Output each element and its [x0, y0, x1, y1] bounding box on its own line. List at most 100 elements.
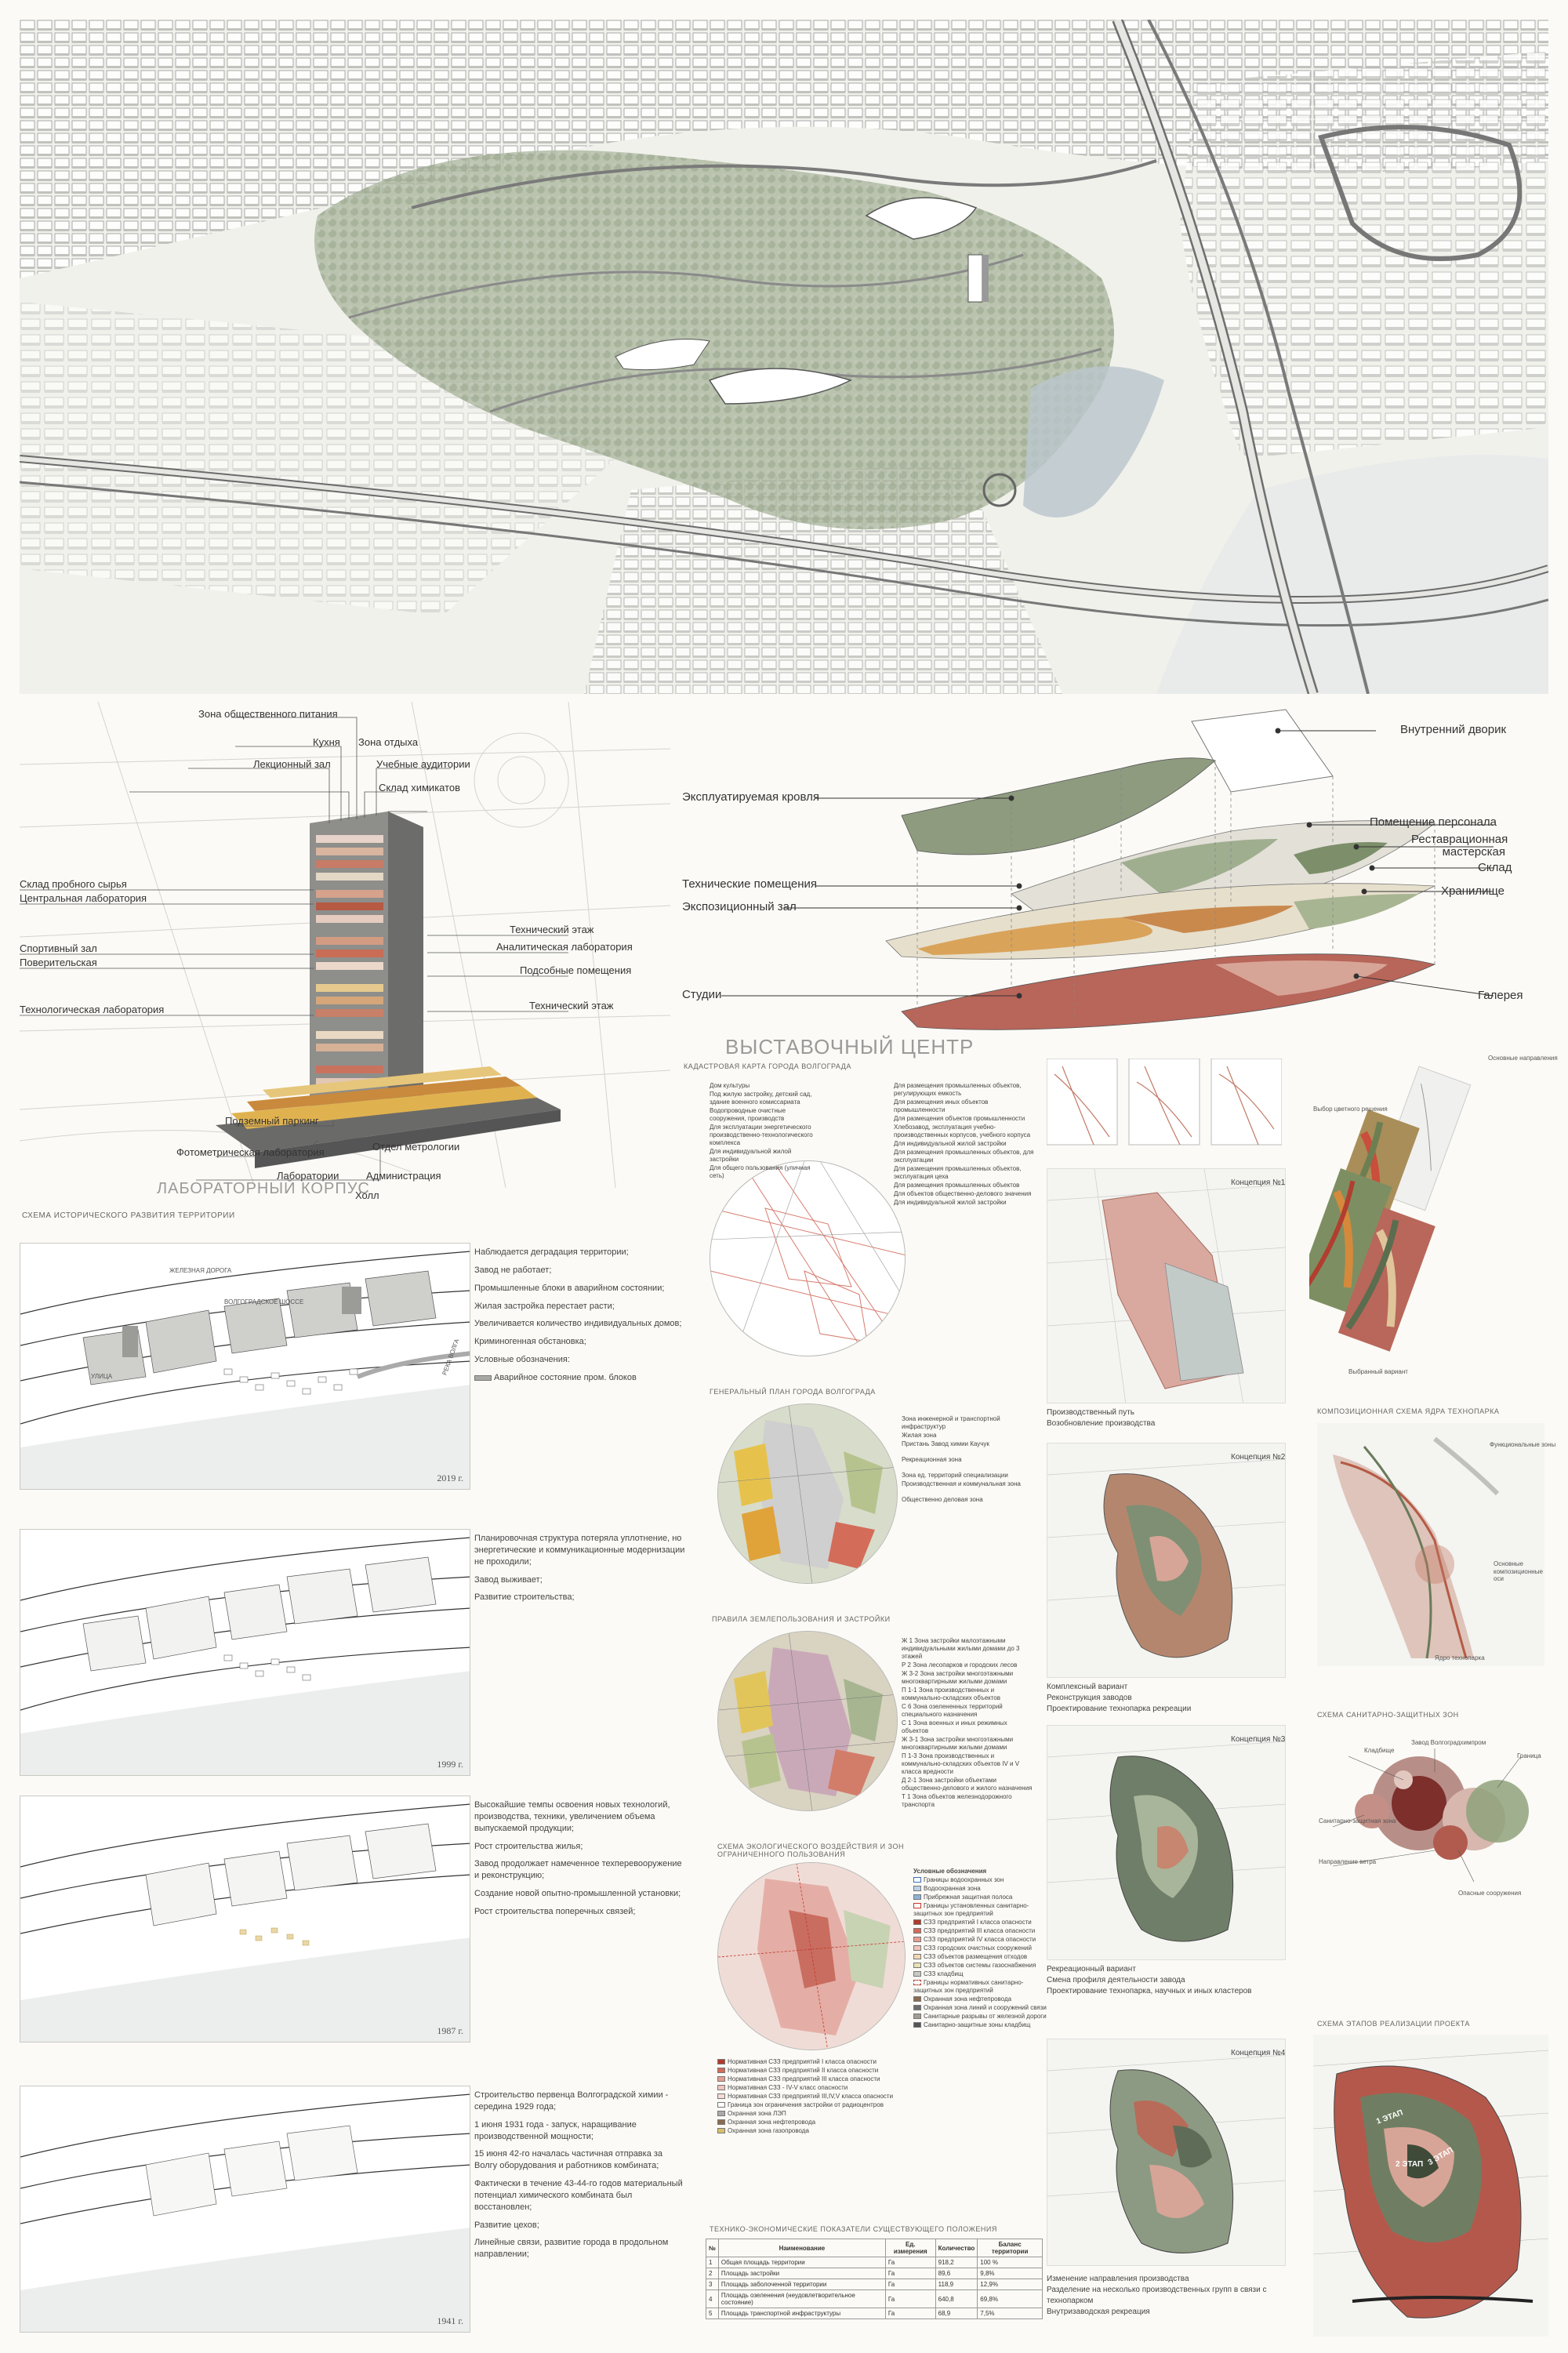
analysis-strips [1309, 1051, 1548, 1388]
concept-1-text: Производственный путь Возобновление прои… [1047, 1407, 1155, 1429]
tep-cell: 68,9 [935, 2308, 978, 2319]
history-map-1941 [20, 2086, 470, 2332]
eco2-swatch-3 [717, 2085, 725, 2091]
concept-4-text: Изменение направления производства Разде… [1047, 2274, 1282, 2318]
year-2019: 2019 г. [437, 1472, 463, 1483]
eco-legend-2: Прибрежная защитная полоса [924, 1894, 1013, 1901]
eco-legend-11: Границы нормативных санитарно-защитных з… [913, 1979, 1024, 1994]
cadastral-left-2: Водопроводные очистные сооружения, произ… [710, 1107, 786, 1122]
concept-sketches-svg [1046, 1058, 1283, 1146]
tep-cell: Общая площадь территории [717, 2257, 886, 2268]
eco2-swatch-2 [717, 2076, 725, 2082]
stages-title: СХЕМА ЭТАПОВ РЕАЛИЗАЦИИ ПРОЕКТА [1317, 2020, 1470, 2028]
cadastral-right-2: Для размещения объектов промышленности [894, 1115, 1025, 1122]
tep-head-4: Баланс территории [977, 2239, 1043, 2257]
tep-cell: Га [884, 2268, 936, 2279]
concept-2-line-1: Реконструкция заводов [1047, 1694, 1132, 1702]
rules-legend-9: Т 1 Зона объектов железнодорожного транс… [902, 1793, 1012, 1808]
eco-legend-13: Охранная зона линий и сооружений связи [924, 2004, 1047, 2011]
label-raw-store: Склад пробного сырья [20, 878, 127, 890]
genplan-legend-5: Производственная и коммунальная зона [902, 1480, 1021, 1487]
eco-legend-5: СЗЗ предприятий III класса опасности [924, 1927, 1036, 1934]
eco-legend-1: Водоохранная зона [924, 1885, 981, 1892]
comp-label-0: Функциональные зоны [1490, 1441, 1556, 1448]
eco-swatch-14 [913, 2013, 921, 2020]
rules-legend-7: П 1-3 Зона производственных и коммунальн… [902, 1752, 1020, 1775]
tep-cell: 12,9% [977, 2279, 1043, 2290]
concept-1-line-1: Возобновление производства [1047, 1419, 1156, 1428]
label-sport: Спортивный зал [20, 942, 97, 954]
comp-label-1: Основные композиционные оси [1494, 1560, 1543, 1583]
eco-title: СХЕМА ЭКОЛОГИЧЕСКОГО ВОЗДЕЙСТВИЯ И ЗОН О… [717, 1843, 904, 1858]
note-2019-3: Жилая застройка перестает расти; [474, 1301, 615, 1311]
eco-legend-10: СЗЗ кладбищ [924, 1970, 964, 1977]
note-1987-0: Высокайшие темпы освоения новых технолог… [474, 1800, 670, 1833]
label-gallery: Галерея [1478, 989, 1523, 1002]
exhibition-section: Внутренний дворик Эксплуатируемая кровля… [682, 706, 1552, 1043]
note-1941-5: Линейные связи, развитие города в продол… [474, 2238, 669, 2260]
eco-legend-3: Границы установленных санитарно-защитных… [913, 1902, 1029, 1917]
tep-head-3: Количество [935, 2239, 978, 2257]
concept-4-map [1047, 2039, 1286, 2266]
history-map-2019 [20, 1244, 470, 1489]
label-parking: Подземный паркинг [225, 1115, 319, 1127]
tep-cell: 640,8 [935, 2289, 978, 2308]
history-map-1999 [20, 1530, 470, 1775]
label-rest-zone: Зона отдыха [358, 736, 419, 748]
eco-legend-6: СЗЗ предприятий IV класса опасности [924, 1936, 1036, 1943]
note-1999-0: Планировочная структура потеряла уплотне… [474, 1534, 685, 1567]
genplan-legend-4: Зона ед. территорий специализации [902, 1472, 1008, 1479]
eco-swatch-7 [913, 1945, 921, 1952]
rules-legend-3: П 1-1 Зона производственных и коммунальн… [902, 1687, 1001, 1701]
concept-2-line-2: Проектирование технопарка рекреации [1047, 1705, 1192, 1713]
genplan-legend-6: Общественно деловая зона [902, 1496, 983, 1503]
note-1941-1: 1 июня 1931 года - запуск, наращивание п… [474, 2119, 637, 2141]
tep-title: ТЕХНИКО-ЭКОНОМИЧЕСКИЕ ПОКАЗАТЕЛИ СУЩЕСТВ… [710, 2225, 997, 2233]
note-1941-0: Строительство первенца Волгоградской хим… [474, 2090, 669, 2112]
tep-head-1: Наименование [717, 2239, 886, 2257]
cadastral-right-3: Хлебозавод, эксплуатация учебно-производ… [894, 1124, 1031, 1138]
eco2-swatch-1 [717, 2068, 725, 2074]
concept-2-title: Концепция №2 [1231, 1453, 1286, 1462]
lab-tower-svg [20, 702, 670, 1188]
year-1941: 1941 г. [437, 2315, 463, 2326]
eco2-legend-7: Охранная зона нефтепровода [728, 2119, 816, 2126]
tep-cell: 5 [706, 2308, 719, 2319]
tep-cell: Га [884, 2279, 936, 2290]
cadastral-right-5: Для размещения промышленных объектов, дл… [894, 1149, 1034, 1164]
composition-svg [1317, 1423, 1544, 1666]
label-lecture: Лекционный зал [253, 758, 331, 770]
year-1987: 1987 г. [437, 2025, 463, 2036]
tep-cell: 69,8% [977, 2289, 1043, 2308]
szz-label-5: Опасные сооружения [1458, 1890, 1522, 1897]
eco-swatch-8 [913, 1954, 921, 1960]
genplan-legend-2: Пристань Завод химии Каучук [902, 1440, 989, 1447]
cadastral-right-8: Для объектов общественно-делового значен… [894, 1190, 1032, 1197]
cadastral-map [710, 1160, 906, 1356]
eco-legend-9: СЗЗ объектов системы газоснабжения [924, 1962, 1036, 1969]
analysis-label-0: Основные направления [1488, 1055, 1558, 1062]
exhibition-svg [721, 709, 1494, 1030]
eco-swatch-15 [913, 2022, 921, 2028]
note-1999-2: Развитие строительства; [474, 1592, 575, 1603]
stages-scheme [1313, 2035, 1548, 2337]
eco-legend-0: Границы водоохранных зон [924, 1876, 1004, 1883]
cadastral-left-4: Для индивидуальной жилой застройки [710, 1148, 792, 1163]
label-tech-rooms: Технические помещения [682, 877, 818, 891]
rules-map [717, 1631, 898, 1811]
history-map-1987 [20, 1796, 470, 2042]
label-roof: Эксплуатируемая кровля [682, 790, 820, 804]
eco-legend-2: Нормативная СЗЗ предприятий I класса опа… [717, 2058, 906, 2136]
map-label-highway: ВОЛГОГРАДСКОЕ ШОССЕ [224, 1298, 304, 1305]
szz-scheme [1317, 1725, 1544, 1905]
comp-label-2: Ядро технопарка [1435, 1654, 1485, 1661]
concept-sketches [1046, 1058, 1283, 1149]
rules-title: ПРАВИЛА ЗЕМЛЕПОЛЬЗОВАНИЯ И ЗАСТРОЙКИ [712, 1615, 891, 1623]
concept-2-text: Комплексный вариант Реконструкция заводо… [1047, 1682, 1191, 1715]
tep-cell: Площадь озеленения (неудовлетворительное… [717, 2289, 886, 2308]
tep-cell: 1 [706, 2257, 719, 2268]
szz-label-0: Кладбище [1364, 1747, 1395, 1754]
